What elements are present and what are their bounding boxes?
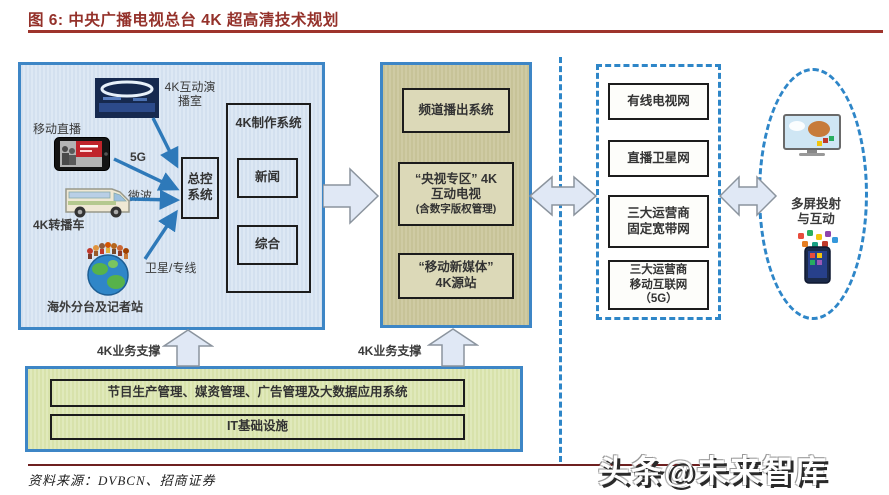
source-note: 资料来源：DVBCN、招商证券 [28, 473, 216, 488]
mobile-media-box: “移动新媒体” 4K源站 [398, 253, 514, 299]
broadcast-system-box: 频道播出系统 [402, 88, 510, 133]
footer-rule [28, 464, 700, 466]
globe-image [82, 242, 134, 296]
flow-arrow-double-2 [718, 170, 778, 222]
interactive-tv-line1: “央视专区” 4K [415, 171, 497, 186]
mobile-live-label: 移动直播 [33, 122, 82, 136]
watermark: 头条@未来智库 [598, 454, 829, 489]
5g-label: 5G [130, 150, 147, 164]
flow-arrow-right [323, 164, 380, 228]
van-image [64, 177, 132, 219]
management-system-box: 节目生产管理、媒资管理、广告管理及大数据应用系统 [50, 379, 465, 407]
mobile-internet-box: 三大运营商 移动互联网 （5G） [608, 260, 709, 310]
fixed-broadband-box: 三大运营商 固定宽带网 [608, 195, 709, 248]
multiscreen-label: 多屏投射 与互动 [790, 197, 841, 226]
title-underline [28, 30, 883, 33]
satellite-label: 卫星/专线 [145, 261, 197, 275]
flow-arrow-double-1 [528, 170, 598, 222]
smartphone-icon [794, 230, 840, 284]
signal-arrows [113, 117, 181, 260]
phone-image [54, 137, 110, 171]
cable-tv-box: 有线电视网 [608, 83, 709, 120]
interactive-tv-box: “央视专区” 4K 互动电视 (含数字版权管理) [398, 162, 514, 226]
support-arrow-right [427, 328, 479, 367]
studio-label: 4K互动演播室 [164, 80, 216, 109]
production-system-box [226, 103, 311, 293]
it-infrastructure-box: IT基础设施 [50, 414, 465, 440]
tv-icon [783, 114, 841, 158]
production-system-label: 4K制作系统 [235, 116, 302, 130]
overseas-label: 海外分台及记者站 [47, 300, 144, 314]
general-box: 综合 [237, 225, 298, 265]
interactive-tv-note: (含数字版权管理) [415, 203, 497, 216]
studio-image [95, 78, 159, 118]
interactive-tv-line2: 互动电视 [430, 187, 481, 202]
figure-title: 图 6: 中央广播电视总台 4K 超高清技术规划 [28, 12, 339, 29]
master-control-box: 总控系统 [181, 157, 219, 219]
satellite-net-box: 直播卫星网 [608, 140, 709, 177]
van-label: 4K转播车 [33, 218, 85, 232]
support-label-left: 4K业务支撑 [97, 344, 161, 358]
news-box: 新闻 [237, 158, 298, 198]
support-label-right: 4K业务支撑 [358, 344, 422, 358]
support-arrow-left [162, 329, 214, 367]
section-divider-dashed [559, 57, 562, 462]
